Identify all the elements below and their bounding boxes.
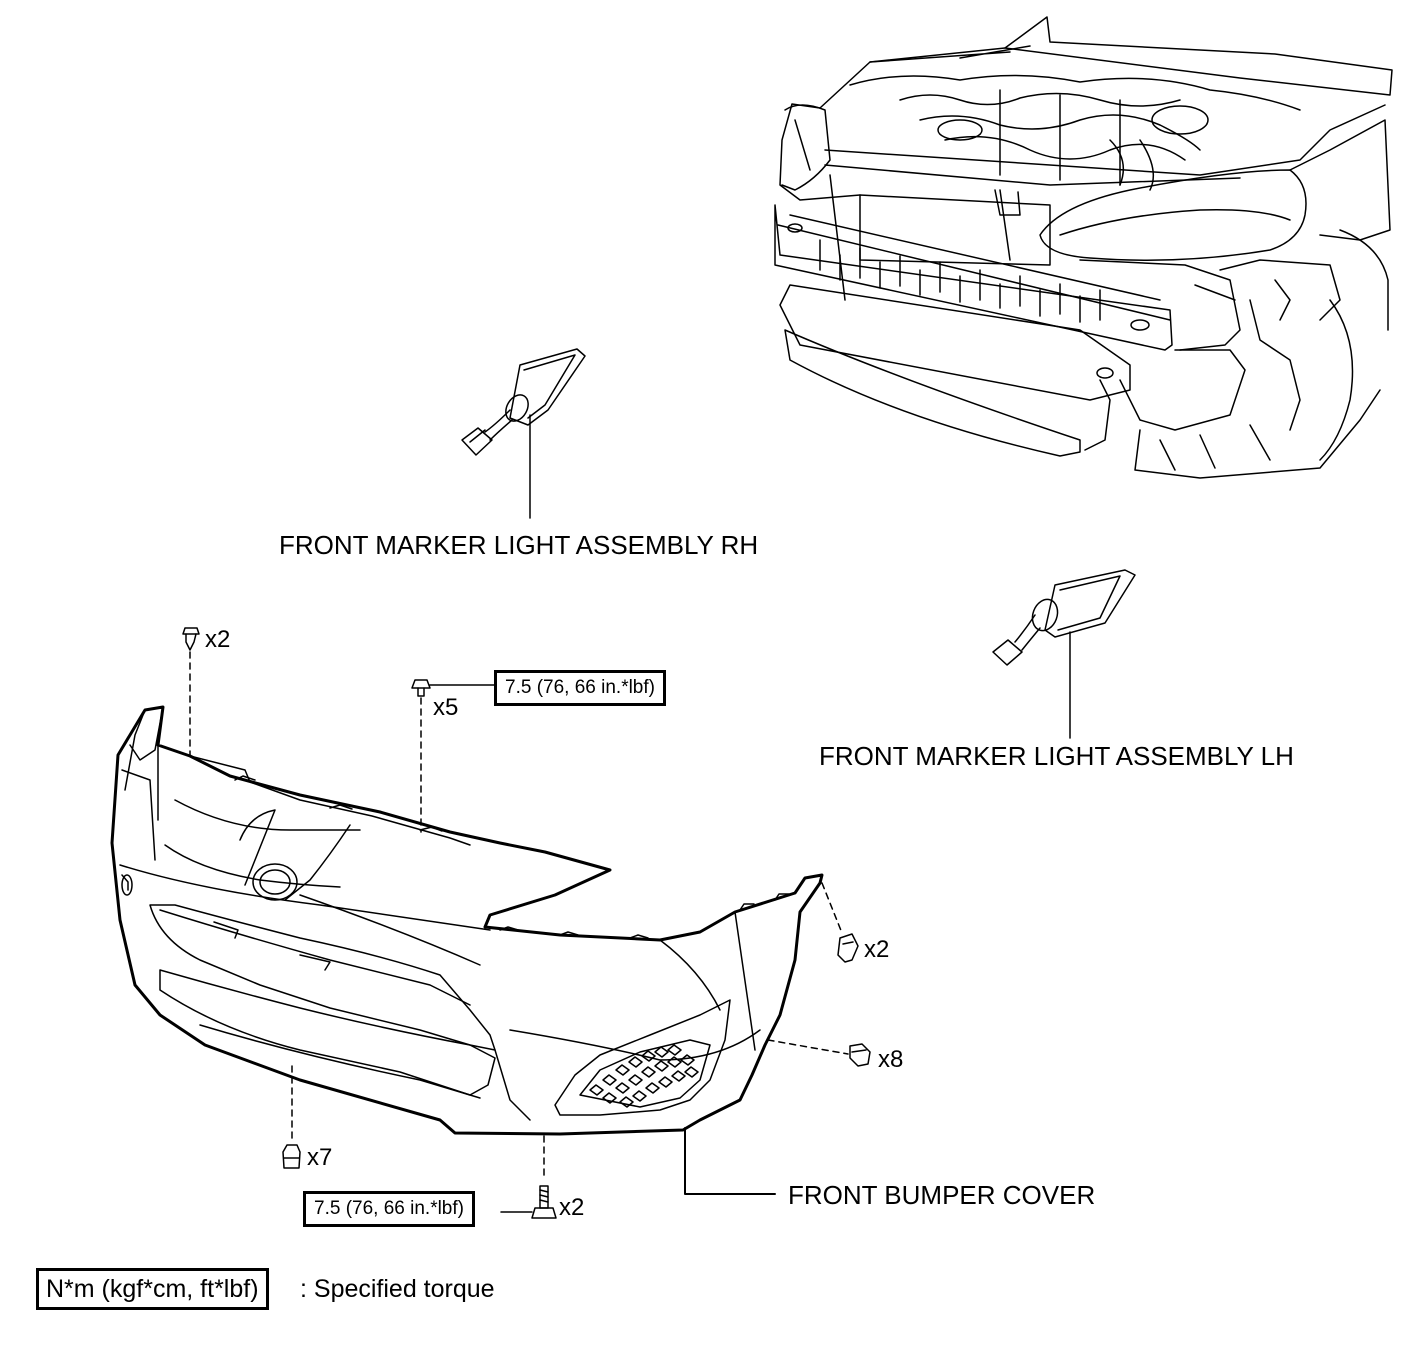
bolt-top bbox=[411, 679, 495, 833]
legend-description: : Specified torque bbox=[300, 1275, 495, 1303]
qty-screw-right: x2 bbox=[864, 936, 890, 963]
label-marker-light-lh: FRONT MARKER LIGHT ASSEMBLY LH bbox=[819, 741, 1294, 771]
clip-bottom-left bbox=[282, 1065, 301, 1169]
qty-clip-bottom-left: x7 bbox=[307, 1144, 333, 1171]
qty-clip-top-left: x2 bbox=[205, 626, 231, 653]
qty-clip-right: x8 bbox=[878, 1046, 904, 1073]
marker-light-lh bbox=[992, 569, 1136, 739]
label-marker-light-rh: FRONT MARKER LIGHT ASSEMBLY RH bbox=[279, 530, 759, 560]
qty-bolt-top: x5 bbox=[433, 694, 459, 721]
label-front-bumper-cover: FRONT BUMPER COVER bbox=[788, 1180, 1096, 1210]
legend-unit-box: N*m (kgf*cm, ft*lbf) bbox=[36, 1268, 269, 1310]
torque-spec-top: 7.5 (76, 66 in.*lbf) bbox=[494, 670, 666, 706]
clip-top-left bbox=[182, 627, 200, 757]
screw-right bbox=[821, 882, 859, 963]
clip-right bbox=[767, 1039, 871, 1067]
vehicle-front-end bbox=[774, 16, 1393, 479]
bolt-bottom bbox=[500, 1135, 557, 1219]
leader-lines bbox=[684, 1127, 776, 1195]
qty-bolt-bottom: x2 bbox=[559, 1194, 585, 1221]
front-bumper-cover bbox=[110, 705, 824, 1136]
marker-light-rh bbox=[461, 348, 586, 519]
torque-spec-bottom: 7.5 (76, 66 in.*lbf) bbox=[303, 1191, 475, 1227]
